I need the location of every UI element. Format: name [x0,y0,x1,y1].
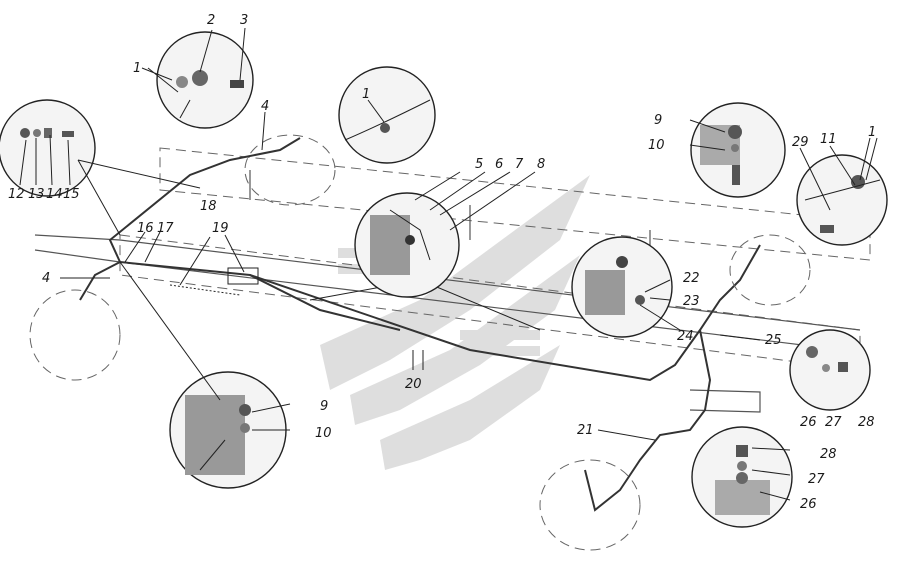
callout-15: 15 [63,187,80,202]
detail-circle-far-right [789,329,871,411]
callout-1: 1 [868,125,876,140]
callout-18: 18 [200,199,217,214]
reference-circles [29,134,811,551]
detail-circle-bottom-left [169,371,287,489]
detail-circle-right-top [690,102,786,198]
detail-circle-right [796,154,888,246]
callout-1: 1 [362,87,370,102]
callout-29: 29 [792,135,809,150]
callout-9: 9 [320,399,328,414]
callout-4: 4 [261,99,269,114]
callout-2: 2 [207,13,215,28]
callout-4: 4 [42,271,50,286]
callout-12: 12 [8,187,25,202]
callout-6: 6 [495,157,503,172]
callout-9: 9 [654,113,662,128]
callout-16: 16 [137,221,154,236]
callout-11: 11 [820,132,837,147]
callout-25: 25 [765,333,782,348]
callout-labels: 1 2 3 4 1 12 13 14 15 5 6 7 8 9 10 29 11… [8,13,876,512]
callout-27: 27 [808,472,825,487]
callout-28: 28 [858,415,875,430]
callout-26: 26 [800,415,817,430]
callout-5: 5 [475,157,483,172]
callout-28: 28 [820,447,837,462]
callout-10: 10 [315,426,332,441]
detail-circle-top-left [156,31,254,129]
callout-10: 10 [648,138,665,153]
leader-lines [19,27,878,501]
callout-22: 22 [683,271,700,286]
callout-26: 26 [800,497,817,512]
detail-circle-mid-right [571,236,673,338]
callout-7: 7 [515,157,524,172]
detail-circle-center [354,192,460,298]
callout-21: 21 [577,423,594,438]
callout-1: 1 [133,61,141,76]
callout-3: 3 [240,13,248,28]
detail-circle-left [0,99,96,197]
detail-circle-upper-mid [338,66,436,164]
callout-27: 27 [825,415,842,430]
callout-24: 24 [677,329,694,344]
detail-circle-bottom-right [691,426,793,528]
callout-14: 14 [46,187,63,202]
callout-23: 23 [683,294,700,309]
callout-17: 17 [157,221,174,236]
callout-13: 13 [28,187,45,202]
callout-19: 19 [212,221,229,236]
callout-20: 20 [405,377,422,392]
callout-8: 8 [537,157,545,172]
